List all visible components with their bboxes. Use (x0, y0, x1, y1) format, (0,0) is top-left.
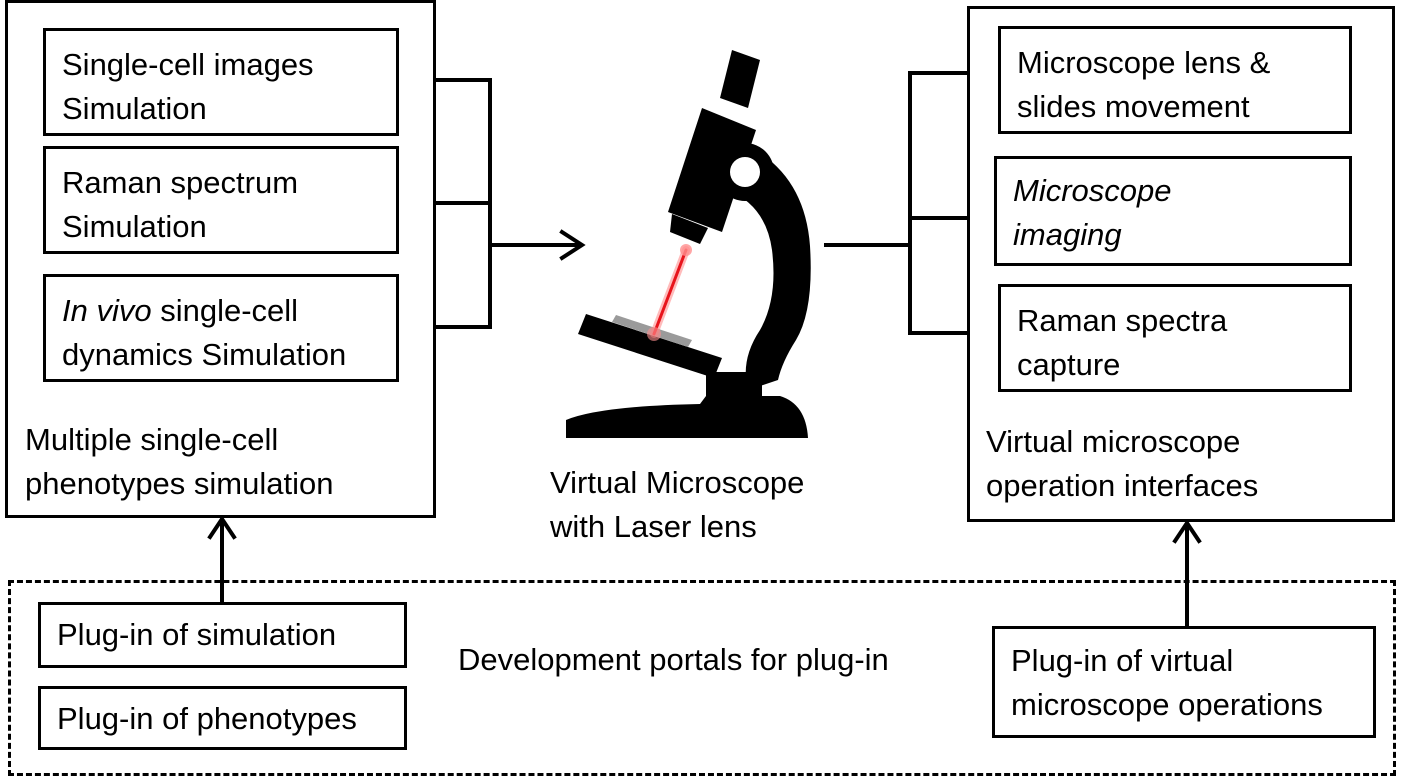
box-label: Microscope lens & (1017, 45, 1271, 80)
plugin-operations-box[interactable]: Plug-in of virtual microscope operations (992, 626, 1376, 738)
box-label: Simulation (62, 91, 207, 126)
plugin-label: Plug-in of simulation (57, 617, 337, 652)
box-label: Raman spectra (1017, 303, 1228, 338)
box-label: Single-cell images (62, 47, 314, 82)
box-label: single-cell (151, 293, 299, 328)
plugin-label: Plug-in of virtual (1011, 643, 1234, 678)
raman-spectrum-box[interactable]: Raman spectrum Simulation (43, 146, 399, 254)
box-label: Simulation (62, 209, 207, 244)
microscope-caption: Virtual Microscope with Laser lens (550, 465, 805, 544)
arrow-head-up-right (1172, 519, 1202, 544)
plugin-label: Plug-in of phenotypes (57, 701, 357, 736)
development-portal-region (8, 580, 1396, 776)
left-panel-caption: Multiple single-cell phenotypes simulati… (25, 422, 334, 501)
box-label-italic: In vivo (62, 293, 152, 328)
raman-spectra-capture-box[interactable]: Raman spectra capture (998, 284, 1352, 392)
right-panel-caption: Virtual microscope operation interfaces (986, 424, 1259, 503)
box-label: dynamics Simulation (62, 337, 347, 372)
box-label: imaging (1013, 217, 1122, 252)
plugin-phenotypes-box[interactable]: Plug-in of phenotypes (38, 686, 407, 750)
box-label: Raman spectrum (62, 165, 299, 200)
microscope-imaging-box[interactable]: Microscope imaging (994, 156, 1352, 266)
box-label: Microscope (1013, 173, 1172, 208)
plugin-simulation-box[interactable]: Plug-in of simulation (38, 602, 407, 668)
box-label: capture (1017, 347, 1121, 382)
microscope-icon (566, 50, 811, 438)
lens-slides-movement-box[interactable]: Microscope lens & slides movement (998, 26, 1352, 134)
arrow-head-up-left (207, 515, 237, 540)
in-vivo-dynamics-box[interactable]: In vivo single-cell dynamics Simulation (43, 274, 399, 382)
development-portal-label: Development portals for plug-in (458, 642, 889, 677)
box-label: slides movement (1017, 89, 1250, 124)
single-cell-images-box[interactable]: Single-cell images Simulation (43, 28, 399, 136)
plugin-label: microscope operations (1011, 687, 1323, 722)
